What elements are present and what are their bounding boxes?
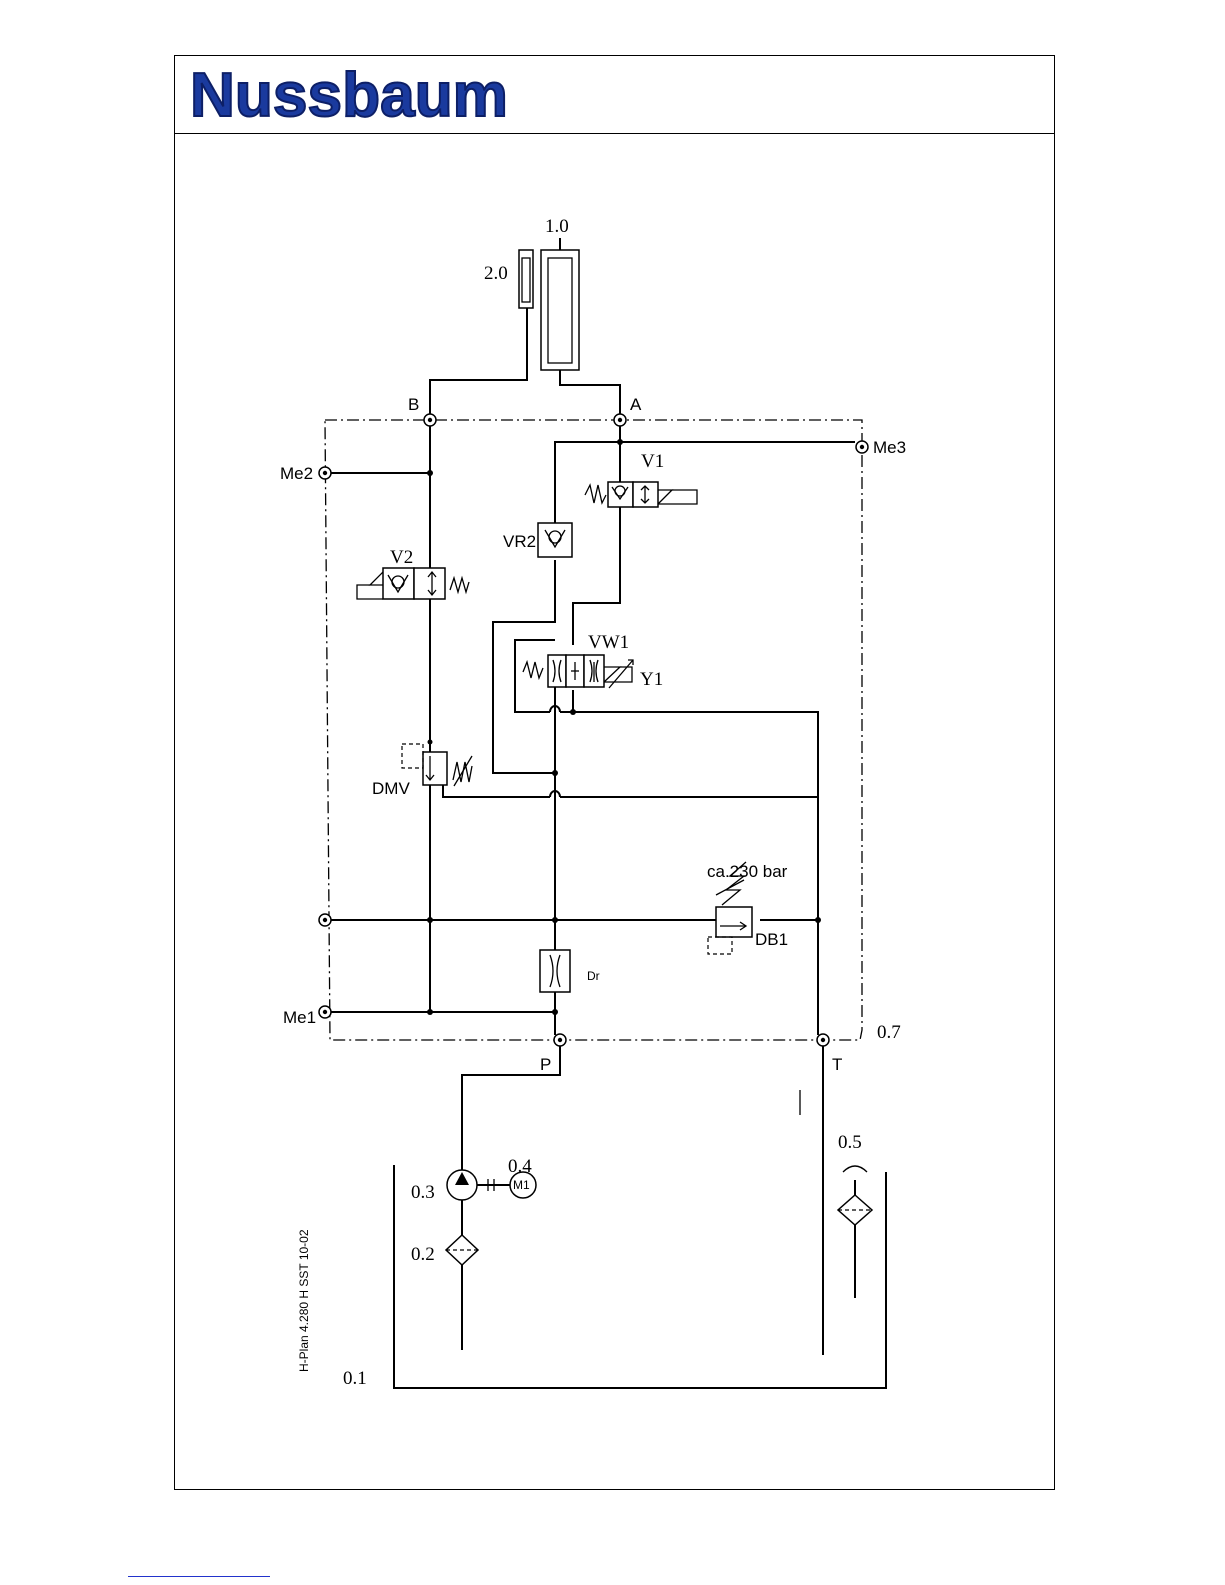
label-v1: V1 bbox=[641, 451, 664, 472]
label-2-0: 2.0 bbox=[484, 263, 508, 284]
pump-0-3 bbox=[447, 1170, 510, 1200]
label-me2: Me2 bbox=[280, 464, 313, 483]
hydraulic-lines bbox=[330, 308, 855, 1355]
footer-link-underline bbox=[128, 1576, 270, 1577]
label-0-3: 0.3 bbox=[411, 1182, 435, 1203]
label-dr: Dr bbox=[587, 969, 600, 983]
valve-v2 bbox=[357, 568, 469, 599]
label-me3: Me3 bbox=[873, 438, 906, 457]
check-valve-vr2 bbox=[538, 523, 572, 557]
label-vw1: VW1 bbox=[588, 632, 629, 653]
label-0-2: 0.2 bbox=[411, 1244, 435, 1265]
valve-vw1 bbox=[523, 655, 633, 688]
throttle-dr bbox=[540, 950, 570, 992]
label-vr2: VR2 bbox=[503, 532, 536, 551]
label-port-a: A bbox=[630, 395, 642, 414]
label-v2: V2 bbox=[390, 547, 413, 568]
label-dmv: DMV bbox=[372, 779, 410, 798]
suction-filter-0-2 bbox=[446, 1235, 478, 1265]
breather-filter-0-5 bbox=[838, 1166, 872, 1298]
label-db1: DB1 bbox=[755, 930, 788, 949]
valve-dmv bbox=[402, 744, 472, 786]
label-port-b: B bbox=[408, 395, 419, 414]
port-points bbox=[319, 414, 868, 1046]
cylinder-1-0 bbox=[541, 238, 579, 370]
label-0-5: 0.5 bbox=[838, 1132, 862, 1153]
junction-dots bbox=[427, 439, 821, 1015]
motor-symbol-label: M1 bbox=[513, 1178, 530, 1192]
label-1-0: 1.0 bbox=[545, 216, 569, 237]
drawing-id: H-Plan 4.280 H SST 10-02 bbox=[297, 1229, 311, 1372]
label-pressure-setting: ca.230 bar bbox=[707, 862, 788, 881]
label-port-p: P bbox=[540, 1055, 551, 1074]
label-port-t: T bbox=[832, 1055, 842, 1074]
label-me1: Me1 bbox=[283, 1008, 316, 1027]
label-0-1: 0.1 bbox=[343, 1368, 367, 1389]
label-y1: Y1 bbox=[640, 669, 663, 690]
cylinder-2-0 bbox=[519, 250, 533, 308]
label-0-7: 0.7 bbox=[877, 1022, 901, 1043]
label-0-4: 0.4 bbox=[508, 1156, 532, 1177]
valve-v1 bbox=[585, 482, 697, 507]
